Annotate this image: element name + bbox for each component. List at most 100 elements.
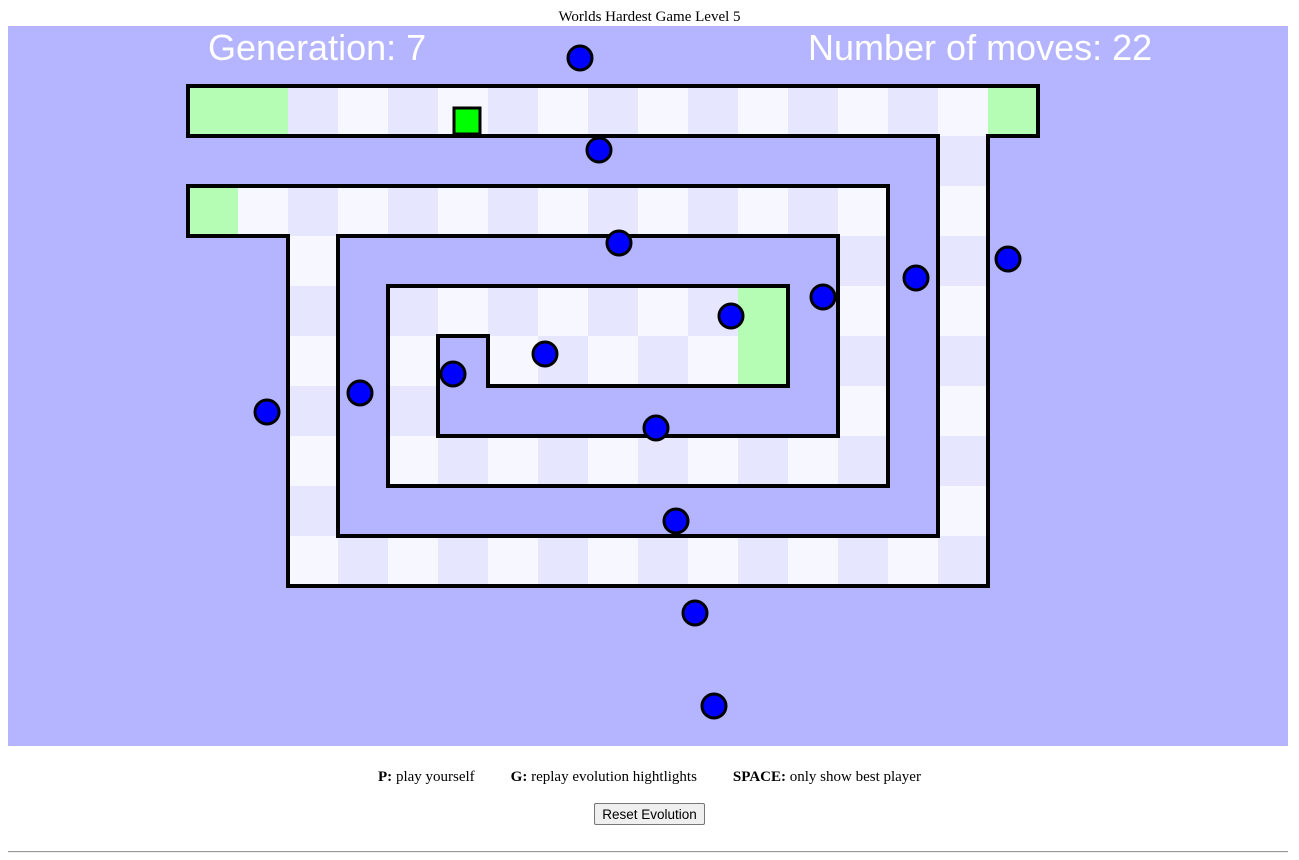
floor-tile <box>488 286 538 336</box>
floor-tile <box>388 286 438 336</box>
player-square <box>452 106 482 136</box>
floor-tile <box>688 186 738 236</box>
floor-tile <box>538 536 588 586</box>
floor-tile <box>288 436 338 486</box>
floor-tile <box>288 336 338 386</box>
floor-tile <box>938 386 988 436</box>
floor-tile <box>888 536 938 586</box>
walls-layer <box>186 84 1040 588</box>
control-description: only show best player <box>785 769 921 785</box>
enemies-layer <box>253 44 1022 720</box>
floor-tile <box>388 386 438 436</box>
floor-tile <box>788 86 838 136</box>
safe-zone-tile <box>188 86 238 136</box>
floor-tile <box>338 86 388 136</box>
floor-tile <box>388 186 438 236</box>
enemy-dot <box>681 599 709 627</box>
floor-tile <box>938 186 988 236</box>
floor-tile <box>488 86 538 136</box>
enemy-dot <box>809 283 837 311</box>
floor-tile <box>838 86 888 136</box>
floor-tile <box>688 336 738 386</box>
floor-tile <box>938 286 988 336</box>
floor-tile <box>838 536 888 586</box>
floor-tile <box>288 386 338 436</box>
enemy-dot <box>566 44 594 72</box>
floor-tile <box>738 436 788 486</box>
enemy-dot <box>717 302 745 330</box>
floor-tile <box>938 236 988 286</box>
floor-tile <box>438 536 488 586</box>
floor-tile <box>588 286 638 336</box>
floor-tile <box>638 186 688 236</box>
floor-tile <box>838 236 888 286</box>
floor-tile <box>738 536 788 586</box>
enemy-dot <box>439 360 467 388</box>
floor-tile <box>288 286 338 336</box>
floor-tile <box>788 436 838 486</box>
player-layer <box>452 106 482 136</box>
safe-zone-tile <box>188 186 238 236</box>
floor-tile <box>538 286 588 336</box>
safe-zone-tile <box>738 336 788 386</box>
floor-tile <box>538 86 588 136</box>
floor-tile <box>638 336 688 386</box>
control-key: SPACE: <box>732 769 786 785</box>
floor-tile <box>438 286 488 336</box>
floor-tile <box>538 436 588 486</box>
floor-tile <box>738 86 788 136</box>
floor-tile <box>488 536 538 586</box>
enemy-dot <box>605 229 633 257</box>
floor-tile <box>438 436 488 486</box>
floor-tile <box>638 286 688 336</box>
floor-tile <box>388 86 438 136</box>
floor-tile <box>588 336 638 386</box>
floor-tile <box>938 136 988 186</box>
floor-tile <box>338 536 388 586</box>
safe-zone-tile <box>238 86 288 136</box>
game-canvas[interactable]: Generation: 7 Number of moves: 22 <box>8 26 1288 746</box>
tiles-layer <box>188 86 1038 586</box>
floor-tile <box>388 336 438 386</box>
floor-tile <box>838 186 888 236</box>
safe-zone-tile <box>988 86 1038 136</box>
enemy-dot <box>662 507 690 535</box>
controls-legend: P: play yourself G: replay evolution high… <box>0 767 1299 787</box>
floor-tile <box>288 236 338 286</box>
control-key: G: <box>510 769 528 785</box>
floor-tile <box>238 186 288 236</box>
floor-tile <box>588 186 638 236</box>
moves-counter: Number of moves: 22 <box>808 27 1152 68</box>
floor-tile <box>288 86 338 136</box>
floor-tile <box>488 436 538 486</box>
floor-tile <box>938 436 988 486</box>
reset-wrap: Reset Evolution <box>0 803 1299 825</box>
horizontal-rule <box>8 851 1288 853</box>
floor-tile <box>488 186 538 236</box>
floor-tile <box>788 536 838 586</box>
floor-tile <box>688 536 738 586</box>
control-hint: P: play yourself <box>378 767 475 787</box>
floor-tile <box>688 86 738 136</box>
control-hint: SPACE: only show best player <box>733 767 921 787</box>
floor-tile <box>288 486 338 536</box>
floor-tile <box>538 186 588 236</box>
enemy-dot <box>994 245 1022 273</box>
wall-outline <box>186 84 1040 588</box>
enemy-dot <box>253 398 281 426</box>
floor-tile <box>638 536 688 586</box>
enemy-dot <box>642 414 670 442</box>
floor-tile <box>838 286 888 336</box>
enemy-dot <box>585 136 613 164</box>
floor-tile <box>938 486 988 536</box>
enemy-dot <box>531 340 559 368</box>
floor-tile <box>938 536 988 586</box>
floor-tile <box>588 86 638 136</box>
control-description: replay evolution hightlights <box>527 769 697 785</box>
floor-tile <box>288 186 338 236</box>
reset-evolution-button[interactable]: Reset Evolution <box>594 803 705 825</box>
page-title: Worlds Hardest Game Level 5 <box>558 9 741 25</box>
enemy-dot <box>902 264 930 292</box>
floor-tile <box>938 86 988 136</box>
floor-tile <box>638 436 688 486</box>
